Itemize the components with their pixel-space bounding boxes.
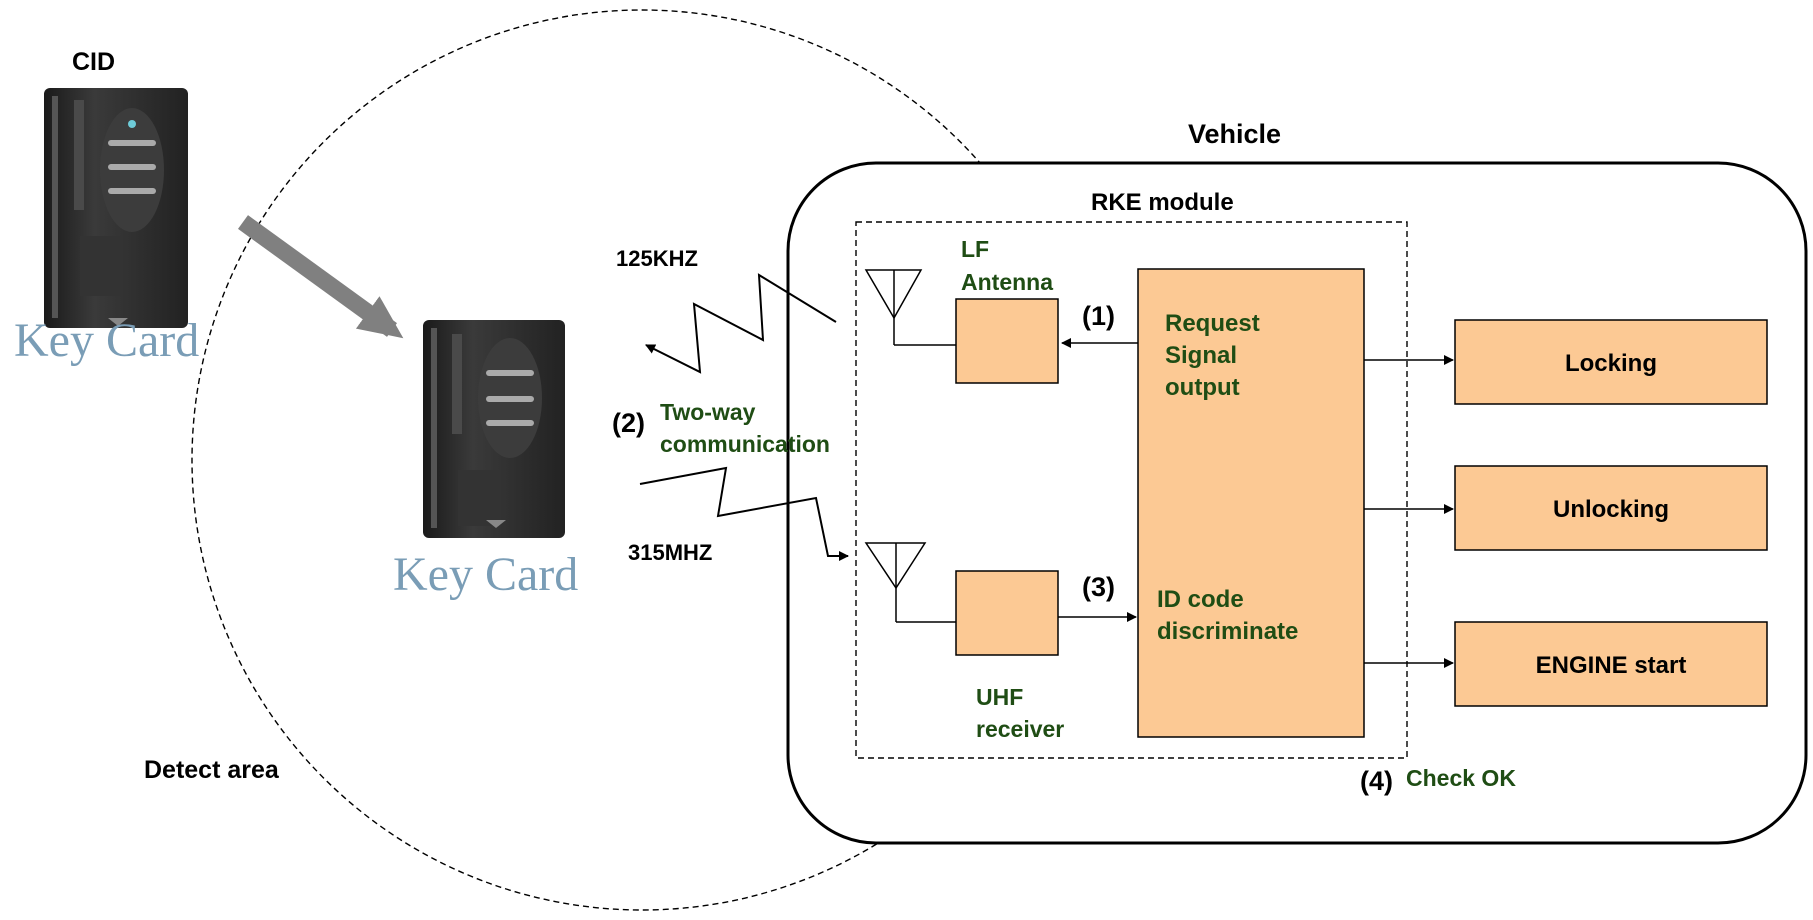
lf-antenna-symbol xyxy=(864,269,956,346)
uhf-receiver-label-line1: UHF xyxy=(976,684,1023,710)
rke-module-boundary xyxy=(855,221,1408,759)
unlocking-box xyxy=(1454,465,1768,551)
request-label-line1: Request xyxy=(1165,310,1260,337)
step4-number: (4) xyxy=(1360,766,1393,796)
uhf-signal-wave xyxy=(639,466,849,561)
locking-box xyxy=(1454,319,1768,405)
detect-area-label: Detect area xyxy=(144,756,280,784)
two-way-label-line1: Two-way xyxy=(660,399,756,425)
movement-arrow xyxy=(238,215,404,339)
locking-label: Locking xyxy=(1565,350,1657,377)
cid-label: CID xyxy=(72,48,115,76)
id-code-label-line1: ID code xyxy=(1157,586,1244,613)
step2-number: (2) xyxy=(612,408,645,438)
engine-start-label: ENGINE start xyxy=(1536,652,1687,679)
vehicle-label: Vehicle xyxy=(1188,119,1281,149)
rke-module-label: RKE module xyxy=(1091,189,1234,216)
key-card-cid-icon xyxy=(44,88,188,328)
freq-lf-label: 125KHZ xyxy=(616,246,698,271)
id-code-label-line2: discriminate xyxy=(1157,618,1298,645)
freq-uhf-label: 315MHZ xyxy=(628,540,712,565)
lf-antenna-label-line1: LF xyxy=(961,236,989,262)
unlocking-label: Unlocking xyxy=(1553,496,1669,523)
step1-number: (1) xyxy=(1082,301,1115,331)
request-label-line2: Signal xyxy=(1165,342,1237,369)
key-card-detected-icon xyxy=(423,320,565,538)
uhf-antenna-symbol xyxy=(864,542,956,623)
request-label-line3: output xyxy=(1165,374,1240,401)
step3-number: (3) xyxy=(1082,572,1115,602)
engine-start-box xyxy=(1454,621,1768,707)
key-card-label-2: Key Card xyxy=(393,548,578,601)
lf-signal-wave xyxy=(645,273,837,374)
key-card-label-1: Key Card xyxy=(14,314,199,367)
two-way-label-line2: communication xyxy=(660,431,830,457)
uhf-receiver-label-line2: receiver xyxy=(976,716,1064,742)
lf-antenna-box xyxy=(955,298,1059,384)
check-ok-label: Check OK xyxy=(1406,765,1516,791)
uhf-receiver-box xyxy=(955,570,1059,656)
lf-antenna-label-line2: Antenna xyxy=(961,269,1053,295)
controller-box xyxy=(1137,268,1365,738)
